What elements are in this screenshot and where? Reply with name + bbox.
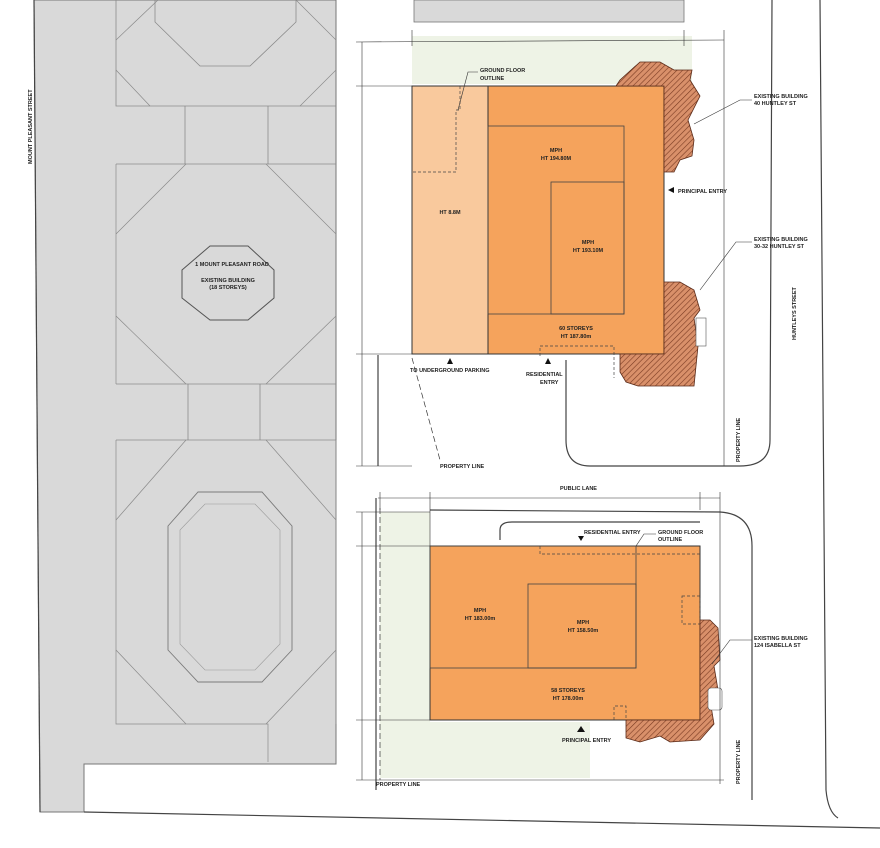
north-principal-entry: PRINCIPAL ENTRY	[678, 189, 727, 195]
existing-building-top	[413, 0, 685, 23]
north-storeys-2: HT 187.80m	[561, 334, 592, 340]
north-mph1-2: HT 194.80M	[541, 156, 572, 162]
south-property-line: PROPERTY LINE	[376, 782, 421, 788]
existing-name-3: (18 STOREYS)	[209, 285, 247, 291]
existing-building-30-huntley	[619, 281, 701, 387]
existing-building-124-isabella	[625, 619, 721, 743]
parking-arrow-icon	[447, 358, 453, 364]
south-residential-arrow-icon	[578, 536, 584, 541]
label-public-lane: PUBLIC LANE	[560, 486, 597, 492]
road-lines	[33, 0, 880, 829]
north-podium-height: HT 8.8M	[439, 210, 461, 216]
south-existing-1: EXISTING BUILDING	[754, 636, 808, 642]
north-ground-floor-2: OUTLINE	[480, 76, 504, 82]
residential-arrow-icon	[545, 358, 551, 364]
principal-entry-arrow-icon	[668, 187, 674, 193]
north-residential-2: ENTRY	[540, 380, 559, 386]
dimension-lines	[355, 30, 725, 784]
south-mph2-2: HT 158.50m	[568, 628, 599, 634]
north-property-line: PROPERTY LINE	[440, 464, 485, 470]
north-residential-1: RESIDENTIAL	[526, 372, 563, 378]
south-storeys-2: HT 178.00m	[553, 696, 584, 702]
street-huntley: HUNTLEYS STREET	[792, 286, 798, 340]
south-storeys-1: 58 STOREYS	[551, 688, 585, 694]
north-mph2-1: MPH	[582, 240, 594, 246]
property-lines	[379, 357, 441, 780]
south-residential-entry: RESIDENTIAL ENTRY	[584, 530, 641, 536]
existing-block	[33, 0, 337, 813]
south-ground-floor-1: GROUND FLOOR	[658, 530, 703, 536]
south-ground-floor-2: OUTLINE	[658, 537, 682, 543]
south-existing-2: 124 ISABELLA ST	[754, 643, 801, 649]
entry-markers	[447, 187, 674, 732]
south-mph2-1: MPH	[577, 620, 589, 626]
tower-footprint	[181, 245, 275, 321]
north-parking: TO UNDERGROUND PARKING	[410, 368, 490, 374]
north-existing-b-1: EXISTING BUILDING	[754, 237, 808, 243]
north-mph2-2: HT 193.10M	[573, 248, 604, 254]
south-principal-arrow-icon	[577, 726, 585, 732]
north-existing-a-2: 40 HUNTLEY ST	[754, 101, 797, 107]
existing-name-1: 1 MOUNT PLEASANT ROAD	[195, 262, 269, 268]
north-tower	[487, 85, 665, 355]
street-mount-pleasant: MOUNT PLEASANT STREET	[28, 89, 34, 164]
north-ground-floor-1: GROUND FLOOR	[480, 68, 525, 74]
north-property-line-vertical: PROPERTY LINE	[736, 417, 742, 462]
north-storeys-1: 60 STOREYS	[559, 326, 593, 332]
leader-lines	[457, 71, 752, 665]
south-site	[429, 545, 723, 743]
north-site	[411, 61, 707, 387]
existing-name-2: EXISTING BUILDING	[201, 278, 255, 284]
landscape-south-bottom	[380, 722, 590, 778]
north-podium	[411, 85, 489, 355]
north-existing-a-1: EXISTING BUILDING	[754, 94, 808, 100]
north-mph1-1: MPH	[550, 148, 562, 154]
south-property-line-vertical: PROPERTY LINE	[736, 739, 742, 784]
existing-building-40-huntley	[615, 61, 701, 173]
south-principal-entry: PRINCIPAL ENTRY	[562, 738, 611, 744]
south-mph1-1: MPH	[474, 608, 486, 614]
north-existing-b-2: 30-32 HUNTLEY ST	[754, 244, 805, 250]
south-tower	[429, 545, 701, 721]
south-mph1-2: HT 183.00m	[465, 616, 496, 622]
